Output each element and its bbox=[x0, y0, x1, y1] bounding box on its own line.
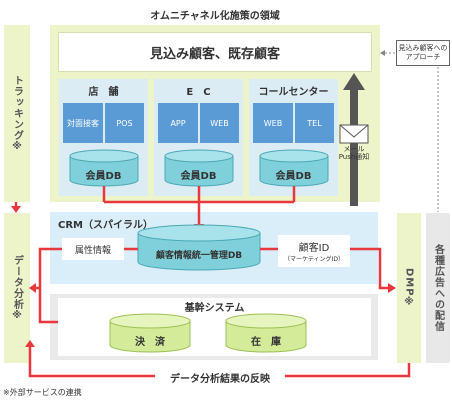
payment-label: 決 済 bbox=[135, 337, 165, 348]
mail-arrowhead bbox=[343, 73, 365, 90]
inventory-label: 在 庫 bbox=[251, 337, 281, 348]
mail-push-label: メール Push通知 bbox=[338, 145, 370, 162]
dmp-panel: DMP※ bbox=[397, 213, 421, 363]
dotted-arrowhead bbox=[380, 50, 385, 56]
prospect-approach-label: 見込み顧客への アプローチ bbox=[398, 43, 448, 61]
tracking-arrowhead bbox=[11, 206, 21, 213]
prospect-approach-box: 見込み顧客への アプローチ bbox=[396, 40, 450, 66]
report-label: データ分析結果の反映 bbox=[155, 370, 285, 385]
customers-box: 見込み顧客、既存顧客 bbox=[58, 32, 372, 72]
channel-call-center-title: コールセンター bbox=[258, 87, 329, 98]
member-db-cylinder bbox=[69, 149, 139, 187]
diagram-title: オムニチャネル化施策の領域 bbox=[150, 11, 280, 22]
channel-store-item-1: 対面接客 bbox=[63, 103, 103, 143]
channel-ec-db-label: 会員DB bbox=[180, 171, 217, 182]
left-arrowhead bbox=[29, 283, 36, 293]
channel-store-db-label: 会員DB bbox=[85, 171, 122, 182]
mail-arrow-shaft bbox=[350, 88, 358, 206]
channel-call-center-item-1: WEB bbox=[253, 103, 293, 143]
channel-call-center-db-label: 会員DB bbox=[275, 171, 312, 182]
customer-id-sub: （マーケティングID） bbox=[284, 256, 344, 263]
channel-ec-title: E C bbox=[186, 87, 211, 98]
ad-delivery-label: 各種広告への配信 bbox=[432, 244, 444, 332]
channel-ec: E C APP WEB 会員DB bbox=[154, 79, 243, 196]
core-system-title: 基幹システム bbox=[184, 303, 245, 314]
data-analysis-panel: データ分析※ bbox=[4, 213, 30, 363]
mail-icon bbox=[339, 124, 369, 144]
footnote: ※外部サービスの連携 bbox=[3, 388, 82, 397]
customer-id-box: 顧客ID （マーケティングID） bbox=[278, 235, 350, 267]
central-db-cylinder bbox=[137, 224, 261, 271]
channel-store-title: 店 舗 bbox=[88, 87, 119, 98]
dmp-label: DMP※ bbox=[403, 267, 415, 309]
attribute-info-box: 属性情報 bbox=[62, 238, 124, 260]
customer-id-title: 顧客ID bbox=[298, 243, 330, 254]
payment-cylinder bbox=[109, 313, 191, 353]
central-db-label: 顧客情報統一管理DB bbox=[155, 251, 243, 261]
right-arrowhead bbox=[388, 283, 396, 293]
channel-store: 店 舗 対面接客 POS 会員DB bbox=[59, 79, 148, 196]
channel-ec-item-1: APP bbox=[158, 103, 198, 143]
tracking-panel: トラッキング※ bbox=[4, 25, 30, 202]
data-analysis-label: データ分析※ bbox=[11, 254, 23, 322]
inventory-cylinder bbox=[225, 313, 307, 353]
channel-ec-item-2: WEB bbox=[200, 103, 239, 143]
channel-store-item-2: POS bbox=[105, 103, 144, 143]
crm-label: CRM（スパイラル） bbox=[58, 220, 153, 231]
attribute-info-label: 属性情報 bbox=[74, 245, 111, 256]
member-db-cylinder bbox=[164, 149, 234, 187]
ad-delivery-panel: 各種広告への配信 bbox=[426, 213, 450, 363]
feedback-arrowhead bbox=[25, 340, 35, 347]
channel-call-center-item-2: TEL bbox=[295, 103, 334, 143]
tracking-label: トラッキング※ bbox=[11, 74, 23, 153]
